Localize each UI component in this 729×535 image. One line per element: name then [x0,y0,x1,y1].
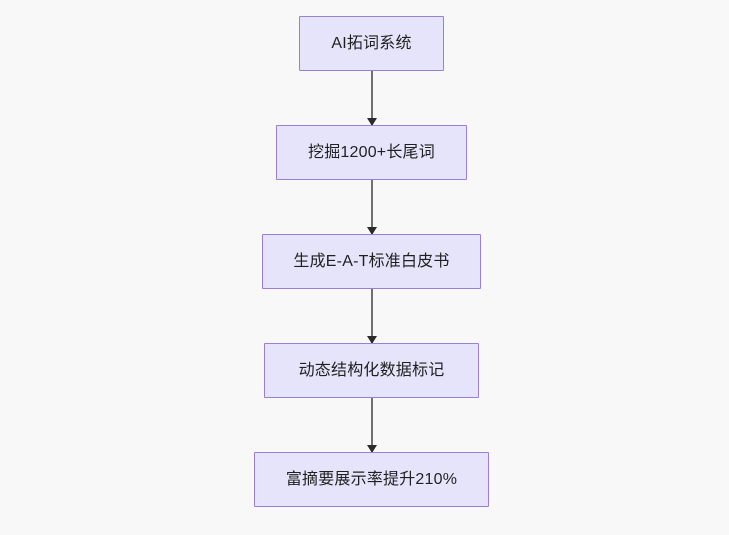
edge-line [371,398,373,452]
flow-node-label: 挖掘1200+长尾词 [308,143,435,161]
arrowhead-icon [367,445,377,453]
flow-node-ai-keyword-system[interactable]: AI拓词系统 [299,16,444,71]
edge-n1-n2 [367,71,377,126]
flow-node-label: 动态结构化数据标记 [298,361,445,379]
flow-node-label: AI拓词系统 [331,34,412,52]
edge-n4-n5 [367,398,377,453]
edge-line [371,289,373,343]
arrowhead-icon [367,227,377,235]
flow-node-label: 富摘要展示率提升210% [285,470,458,488]
flow-node-rich-snippet-uplift[interactable]: 富摘要展示率提升210% [254,452,489,507]
edge-n3-n4 [367,289,377,344]
flow-node-generate-eat-whitepaper[interactable]: 生成E-A-T标准白皮书 [262,234,481,289]
edge-line [371,180,373,234]
flow-node-dynamic-structured-data[interactable]: 动态结构化数据标记 [264,343,479,398]
flow-node-mine-longtail-keywords[interactable]: 挖掘1200+长尾词 [276,125,467,180]
edge-n2-n3 [367,180,377,235]
edge-line [371,71,373,125]
arrowhead-icon [367,118,377,126]
flow-node-label: 生成E-A-T标准白皮书 [293,252,450,270]
arrowhead-icon [367,336,377,344]
